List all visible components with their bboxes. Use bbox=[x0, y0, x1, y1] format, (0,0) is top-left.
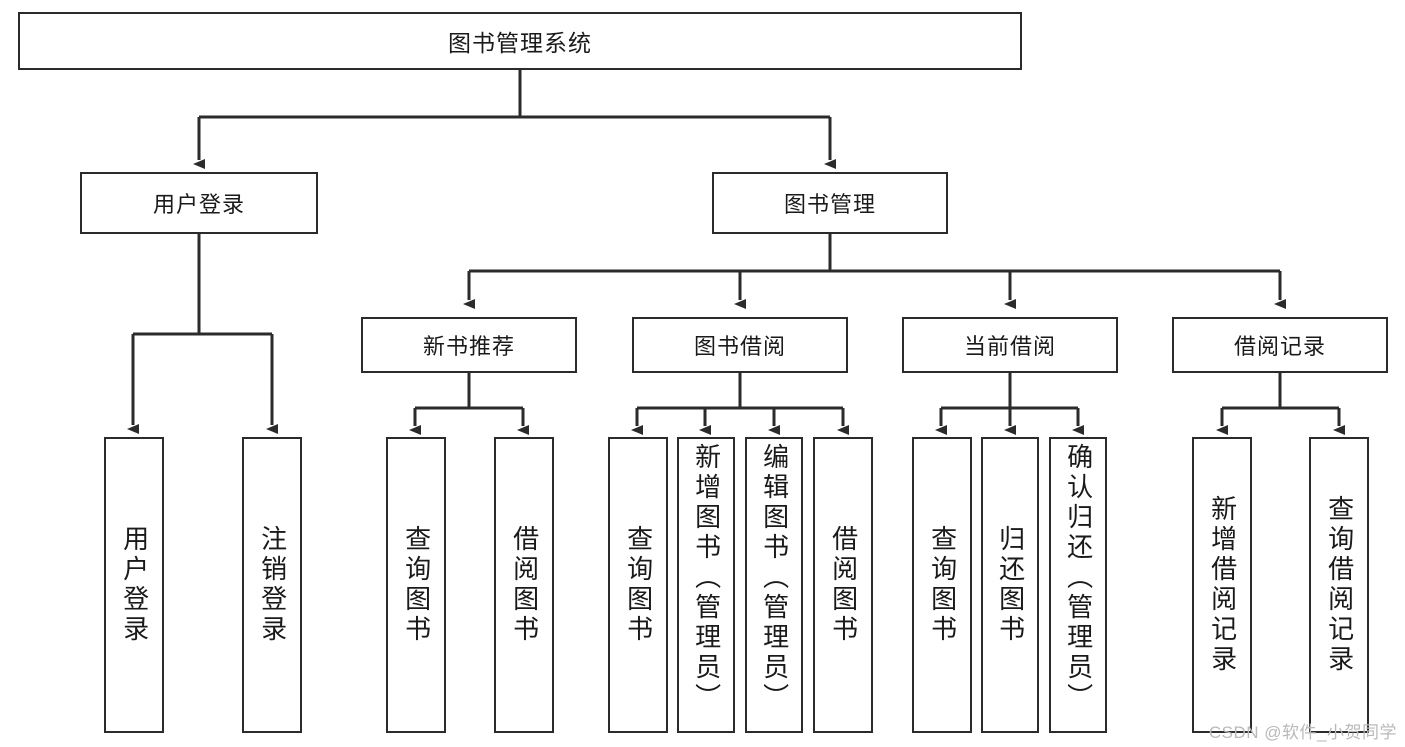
node-current-borrow[interactable]: 当前借阅 bbox=[902, 317, 1118, 373]
leaf-edit-book-admin[interactable]: 编辑图书（管理员） bbox=[745, 437, 803, 733]
leaf-return-book[interactable]: 归还图书 bbox=[981, 437, 1039, 733]
leaf-query-book-current[interactable]: 查询图书 bbox=[912, 437, 972, 733]
leaf-add-book-admin[interactable]: 新增图书（管理员） bbox=[677, 437, 735, 733]
node-book-manage[interactable]: 图书管理 bbox=[712, 172, 948, 234]
node-new-book-recommend[interactable]: 新书推荐 bbox=[361, 317, 577, 373]
leaf-borrow-book-recommend[interactable]: 借阅图书 bbox=[494, 437, 554, 733]
leaf-confirm-return-admin[interactable]: 确认归还（管理员） bbox=[1049, 437, 1107, 733]
leaf-query-book-recommend[interactable]: 查询图书 bbox=[386, 437, 446, 733]
node-book-borrow[interactable]: 图书借阅 bbox=[632, 317, 848, 373]
leaf-user-login[interactable]: 用户登录 bbox=[104, 437, 164, 733]
leaf-query-borrow-record[interactable]: 查询借阅记录 bbox=[1309, 437, 1369, 733]
leaf-logout-login[interactable]: 注销登录 bbox=[242, 437, 302, 733]
leaf-query-book-borrow[interactable]: 查询图书 bbox=[608, 437, 668, 733]
csdn-watermark: CSDN @软件_小贺同学 bbox=[1208, 723, 1397, 742]
node-root-system[interactable]: 图书管理系统 bbox=[18, 12, 1022, 70]
node-user-login[interactable]: 用户登录 bbox=[80, 172, 318, 234]
leaf-borrow-book-borrow[interactable]: 借阅图书 bbox=[813, 437, 873, 733]
leaf-add-borrow-record[interactable]: 新增借阅记录 bbox=[1192, 437, 1252, 733]
node-borrow-record[interactable]: 借阅记录 bbox=[1172, 317, 1388, 373]
